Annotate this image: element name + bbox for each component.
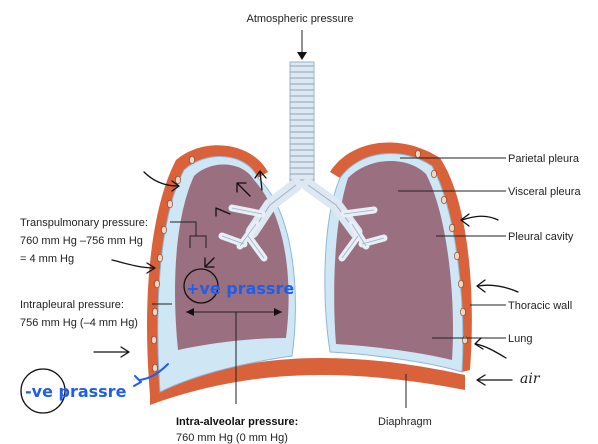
transpulmonary-calc: 760 mm Hg –756 mm Hg (20, 235, 143, 247)
parietal-pleura-label: Parietal pleura (508, 153, 580, 165)
left-lung (175, 164, 289, 350)
rib-dot (167, 200, 172, 208)
positive-pressure-note: +ve prassre (186, 279, 294, 298)
rib-dot (458, 280, 463, 288)
rib-dot (161, 226, 166, 234)
rib-dot (460, 308, 465, 316)
intra-alveolar-title: Intra-alveolar pressure: (176, 416, 298, 428)
diaphragm-label: Diaphragm (378, 416, 432, 428)
transpulmonary-result: = 4 mm Hg (20, 253, 74, 265)
rib-dot (415, 150, 420, 158)
rib-dot (154, 280, 159, 288)
rib-dot (175, 176, 180, 184)
atmospheric-arrow-head (297, 52, 307, 60)
rib-dot (157, 254, 162, 262)
rib-dot (152, 364, 157, 372)
rib-dot (189, 156, 194, 164)
thoracic-wall-label: Thoracic wall (508, 300, 572, 312)
atmospheric-pressure-label: Atmospheric pressure (247, 13, 354, 25)
rib-dot (431, 170, 436, 178)
transpulmonary-title: Transpulmonary pressure: (20, 217, 148, 229)
rib-dot (151, 336, 156, 344)
pleural-cavity-label: Pleural cavity (508, 231, 574, 243)
intrapleural-value: 756 mm Hg (–4 mm Hg) (20, 317, 138, 329)
rib-dot (454, 252, 459, 260)
negative-pressure-note: -ve prassre (25, 382, 127, 401)
rib-dot (441, 196, 446, 204)
intra-alveolar-value: 760 mm Hg (0 mm Hg) (176, 432, 288, 444)
rib-dot (152, 308, 157, 316)
lung-label: Lung (508, 333, 532, 345)
rib-dot (449, 224, 454, 232)
rib-dot (462, 336, 467, 344)
visceral-pleura-label: Visceral pleura (508, 186, 581, 198)
air-note: air (520, 371, 541, 387)
intrapleural-title: Intrapleural pressure: (20, 299, 124, 311)
